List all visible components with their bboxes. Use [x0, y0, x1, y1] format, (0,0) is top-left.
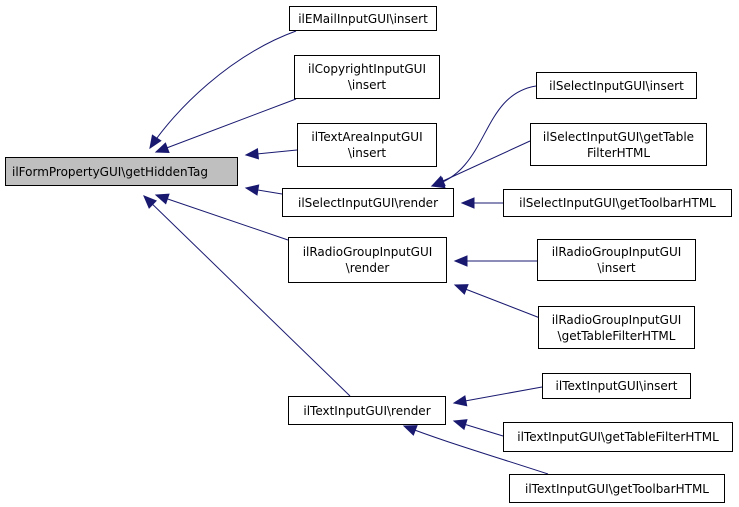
edge-select_render-to-root	[244, 184, 283, 196]
edge-text_insert-to-text_render	[452, 386, 543, 407]
edge-text_render-to-root	[143, 195, 351, 397]
arrow-head	[402, 425, 418, 436]
edge-select_insert-to-select_render	[430, 85, 537, 189]
edge-line	[155, 98, 297, 153]
arrow-head	[453, 255, 468, 267]
edge-select_table-to-select_render	[430, 140, 531, 187]
edge-copyright_insert-to-root	[154, 98, 297, 153]
node-label-line: ilRadioGroupInputGUI	[551, 245, 682, 259]
node-label-line: ilCopyrightInputGUI	[308, 62, 426, 76]
node-text-table[interactable]: ilTextInputGUI\getTableFilterHTML	[503, 422, 733, 452]
node-root[interactable]: ilFormPropertyGUI\getHiddenTag	[5, 157, 238, 186]
node-text-toolbar[interactable]: ilTextInputGUI\getToolbarHTML	[509, 474, 725, 503]
edge-select_toolbar-to-select_render	[460, 197, 503, 209]
node-label-line: ilRadioGroupInputGUI	[302, 245, 433, 259]
node-copyright-insert[interactable]: ilCopyrightInputGUI \insert	[294, 55, 440, 99]
edge-radio_table-to-radio_render	[453, 284, 541, 319]
arrow-head	[453, 284, 469, 295]
node-label-line: \insert	[347, 78, 387, 92]
node-select-insert[interactable]: ilSelectInputGUI\insert	[536, 72, 697, 99]
node-label-line: ilSelectInputGUI\insert	[549, 78, 684, 93]
node-label-line: FilterHTML	[586, 145, 651, 160]
node-label-line: ilTextInputGUI\insert	[555, 379, 678, 393]
node-radio-table[interactable]: ilRadioGroupInputGUI\getTableFilterHTML	[538, 306, 695, 349]
node-label-line: ilSelectInputGUI\getTable	[542, 129, 695, 144]
node-radio-insert[interactable]: ilRadioGroupInputGUI \insert	[537, 239, 696, 281]
node-label-line: ilSelectInputGUI\render	[297, 195, 438, 210]
node-label-line: ilSelectInputGUI\getToolbarHTML	[519, 196, 716, 210]
edge-radio_insert-to-radio_render	[453, 255, 537, 267]
node-label-line: ilRadioGroupInputGUI	[551, 312, 682, 327]
arrow-head	[452, 419, 468, 431]
edge-line	[155, 194, 289, 241]
arrow-head	[143, 195, 157, 209]
node-label-line: ilTextInputGUI\render	[303, 403, 431, 418]
arrow-head	[452, 395, 468, 407]
edge-line	[454, 284, 541, 319]
node-label-line: ilFormPropertyGUI\getHiddenTag	[12, 164, 208, 179]
arrow-head	[154, 193, 170, 205]
edge-line	[453, 386, 543, 404]
edge-line	[431, 85, 537, 187]
node-select-toolbar[interactable]: ilSelectInputGUI\getToolbarHTML	[503, 189, 732, 217]
node-label-line: \render	[345, 261, 390, 275]
edge-email_insert-to-root	[149, 30, 297, 150]
node-text-insert[interactable]: ilTextInputGUI\insert	[542, 373, 691, 399]
node-label-line: ilEMailInputGUI\insert	[298, 11, 428, 26]
node-email-insert[interactable]: ilEMailInputGUI\insert	[289, 6, 437, 31]
edge-text_toolbar-to-text_render	[402, 425, 549, 475]
arrow-head	[244, 184, 260, 196]
arrow-head	[244, 148, 260, 160]
arrow-head	[149, 134, 162, 150]
node-textarea-insert[interactable]: ilTextAreaInputGUI \insert	[297, 123, 437, 167]
edge-line	[149, 30, 297, 149]
node-select-render[interactable]: ilSelectInputGUI\render	[282, 188, 454, 217]
edge-text_table-to-text_render	[452, 419, 504, 437]
edge-line	[403, 425, 549, 475]
node-radio-render[interactable]: ilRadioGroupInputGUI \render	[288, 237, 447, 283]
node-label-line: \getTableFilterHTML	[557, 328, 676, 343]
node-label-line: ilTextAreaInputGUI	[311, 130, 423, 144]
node-label-line: \insert	[597, 261, 636, 275]
edge-line	[143, 195, 351, 397]
arrow-head	[430, 175, 446, 187]
arrow-head	[460, 197, 475, 209]
node-label-line: \insert	[347, 146, 387, 160]
edge-radio_render-to-root	[154, 193, 289, 241]
arrow-head	[154, 142, 170, 153]
node-label-line: ilTextInputGUI\getToolbarHTML	[525, 481, 709, 496]
edge-textarea_insert-to-root	[244, 148, 298, 160]
node-label-line: ilTextInputGUI\getTableFilterHTML	[517, 430, 719, 444]
edge-line	[431, 140, 531, 187]
node-text-render[interactable]: ilTextInputGUI\render	[288, 396, 446, 425]
